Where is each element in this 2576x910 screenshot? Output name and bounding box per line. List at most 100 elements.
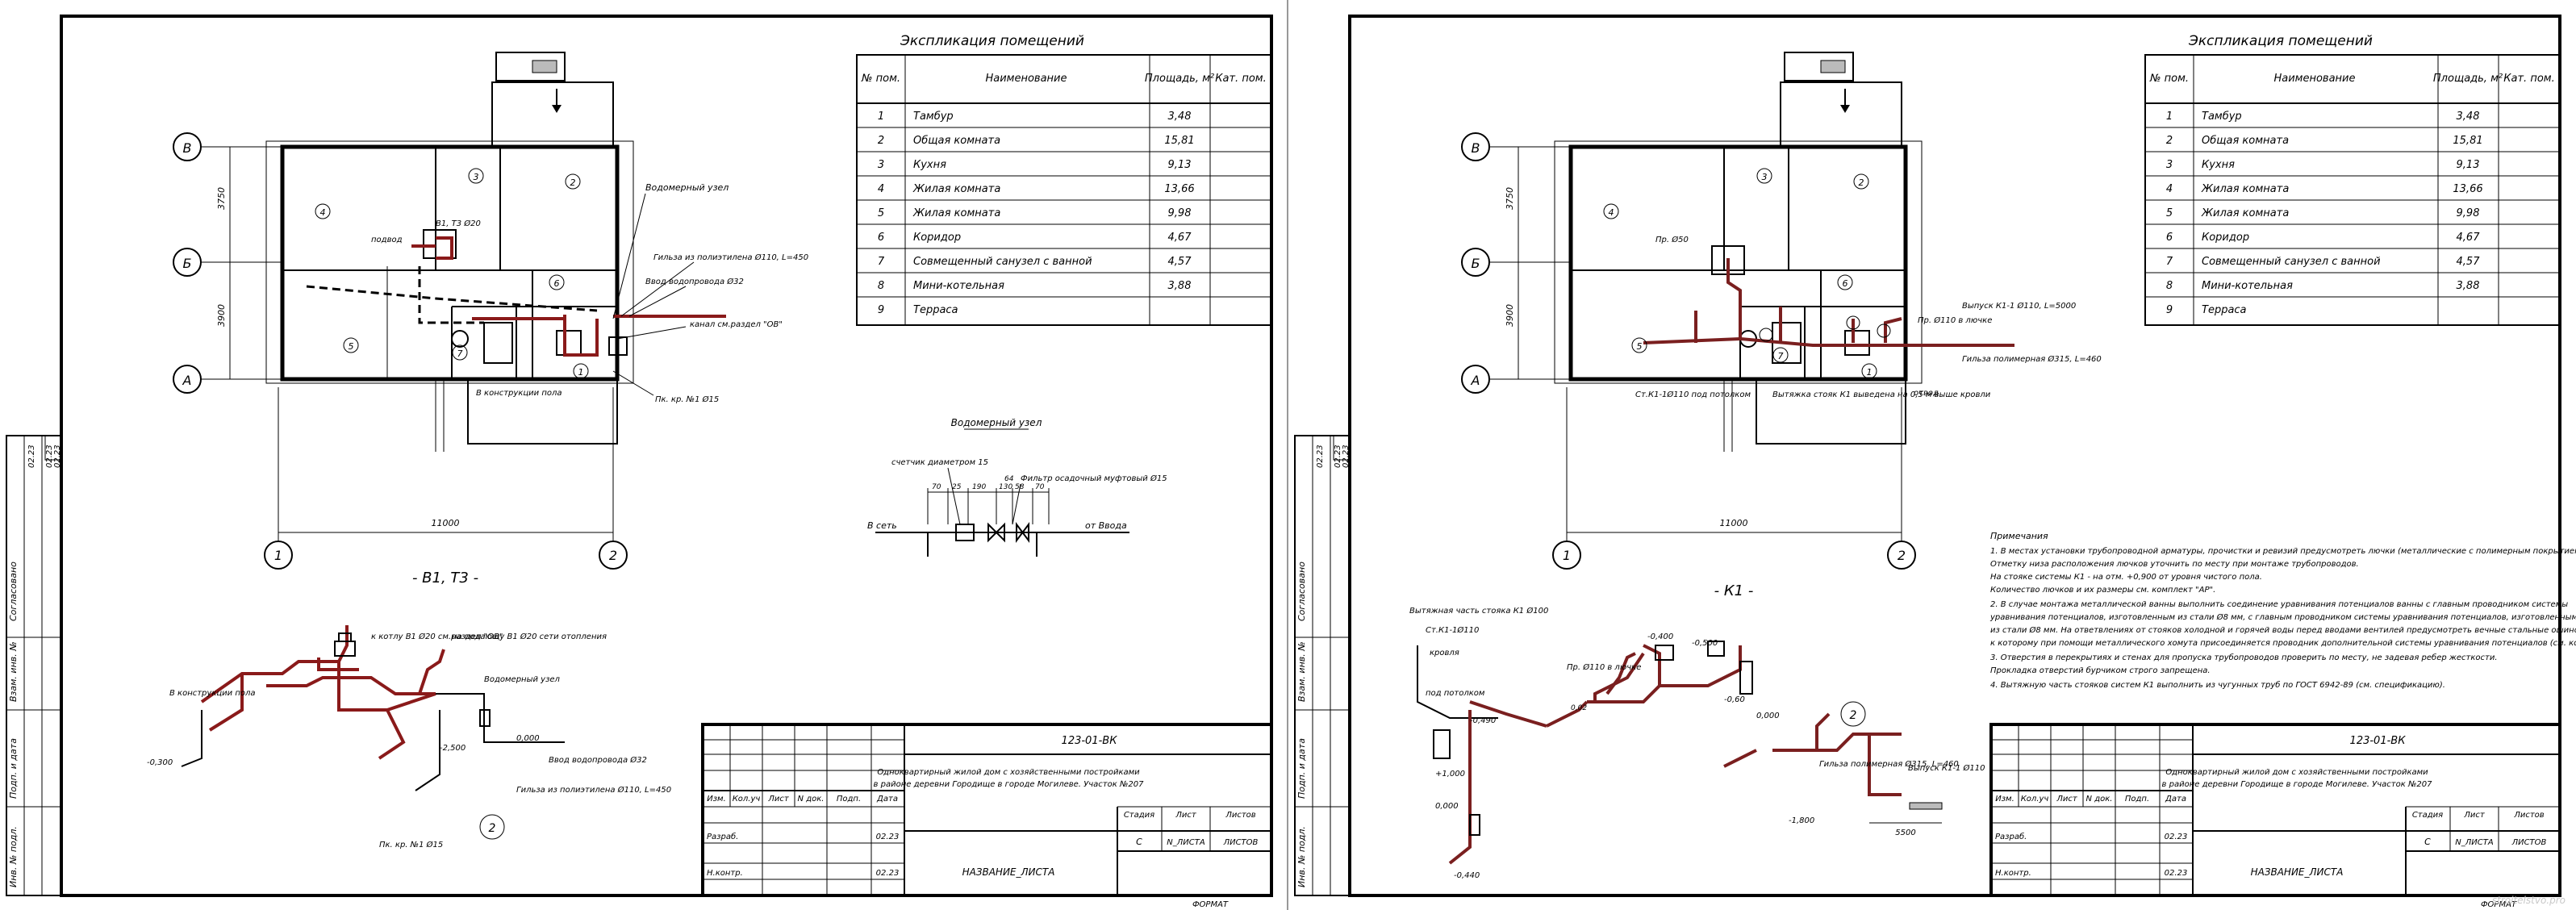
iso2-label-m0440: -0,440	[1454, 871, 1480, 880]
axis-row-2-2: Б	[1472, 256, 1480, 271]
title-block-2: Изм. Кол.уч Лист N док. Подп. Дата Разра…	[1989, 723, 2561, 909]
tb-razrab: Разраб.	[707, 832, 738, 841]
iso2-label-st: Ст.К1-1Ø110	[1426, 625, 1479, 635]
room-num-3: 3	[474, 172, 479, 182]
room-table-2-header-name: Наименование	[2273, 73, 2355, 85]
iso2-label-krovlya: кровля	[1430, 649, 1459, 657]
sheet-1: Согласовано Взам. инв. № Подп. и дата Ин…	[6, 15, 1273, 909]
iso2-label-gilza: Гильза полимерная Ø315, L=460	[1819, 759, 1959, 769]
axis-row-2-1: В	[1472, 140, 1480, 156]
room-num-cell: 2	[878, 135, 884, 147]
room-num-cell: 7	[878, 256, 885, 268]
room-name-cell: Терраса	[913, 304, 958, 316]
axis-col-1: 1	[274, 548, 282, 563]
plan-label-vvod: Ввод водопровода Ø32	[645, 277, 744, 286]
iso2-label-vytyazh: Вытяжная часть стояка К1 Ø100	[1409, 606, 1548, 616]
room-num-2-4: 4	[1609, 207, 1614, 218]
note-line-6: уравнивания потенциалов, изготовленным и…	[1989, 612, 2576, 622]
k-label-otvod: отвод	[1914, 389, 1939, 398]
room-num-cell: 4	[2166, 183, 2173, 195]
axis-row-3: А	[182, 373, 192, 388]
room-name-cell: Кухня	[2202, 159, 2235, 171]
side-label-2: Взам. инв. №	[8, 641, 19, 702]
notes-title: Примечания	[1990, 531, 2048, 541]
plan-title-2: - К1 -	[1714, 582, 1754, 599]
k-label-stoyak: Ст.К1-1Ø110 под потолком	[1635, 390, 1751, 399]
side-date-2: 02.23	[45, 445, 54, 468]
note-line-4: Количество лючков и их размеры см. компл…	[1990, 586, 2215, 595]
tb2-col-izm: Изм.	[1995, 795, 2014, 804]
room-table-hlines	[857, 127, 1271, 298]
tb-stage-hdr: Стадия	[1124, 811, 1154, 820]
room-table-2: Экспликация помещений № пом. Наименовани…	[2144, 33, 2561, 326]
tb2-sheet: N_ЛИСТА	[2455, 838, 2494, 847]
vod-dim-4: 130	[999, 483, 1012, 491]
k-label-vypusk: Выпуск К1-1 Ø110, L=5000	[1962, 301, 2076, 311]
room-table-hlines-2	[2145, 127, 2560, 298]
side-date-2-3: 02.23	[1342, 445, 1351, 468]
room-area-cell: 4,67	[2457, 232, 2481, 244]
dim-width-2: 11000	[1720, 518, 1748, 528]
tb2-sheet-hdr: Лист	[2463, 811, 2486, 820]
vod-dim-1: 70	[932, 483, 941, 491]
axis-col-2: 2	[609, 548, 617, 563]
note-line-11: 4. Вытяжную часть стояков систем К1 выпо…	[1990, 680, 2445, 690]
k-label-gilza: Гильза полимерная Ø315, L=460	[1962, 354, 2102, 364]
iso-label-m0300: -0,300	[147, 758, 173, 767]
room-name-cell: Тамбур	[2202, 111, 2242, 123]
room-num-cell: 1	[878, 111, 884, 123]
tb-stage: С	[1136, 837, 1142, 847]
room-area-cell: 3,88	[2457, 280, 2480, 292]
floor-plan: В Б А 1 2 11000 3750 3900 3 2 4 5 7 6 1	[173, 52, 808, 586]
note-line-3: На стояке системы К1 - на отм. +0,900 от…	[1990, 573, 2262, 582]
room-table-2-header-num: № пом.	[2149, 73, 2189, 85]
room-num-cell: 2	[2166, 135, 2173, 147]
vod-dim-3: 190	[972, 483, 986, 491]
tb2-sheets: ЛИСТОВ	[2511, 838, 2547, 847]
dim-d1: 3750	[216, 187, 227, 210]
tb-col-izm: Изм.	[707, 795, 726, 804]
room-area-cell: 3,88	[1168, 280, 1192, 292]
room-num-2: 2	[570, 177, 576, 188]
tb2-date-1: 02.23	[2165, 833, 2188, 841]
room-name-cell: Совмещенный санузел с ванной	[913, 256, 1092, 268]
room-num-4: 4	[320, 207, 326, 218]
iso-label-kotel: к котлу В1 Ø20 см.раздел "ОВ"	[371, 632, 503, 641]
iso-label-0000: 0,000	[516, 734, 540, 743]
axis-col-2-1: 1	[1563, 548, 1571, 563]
room-table-header-cat: Кат. пом.	[1215, 73, 1266, 85]
tb-desc-1: Одноквартирный жилой дом с хозяйственным…	[877, 768, 1140, 777]
tb-sheet: N_ЛИСТА	[1167, 838, 1205, 847]
tb-col-ndok: N док.	[798, 795, 825, 804]
tb-desc-2: в районе деревни Городище в городе Могил…	[874, 780, 1145, 789]
tb-col-list: Лист	[767, 795, 790, 804]
iso-label-pk: Пк. кр. №1 Ø15	[379, 840, 443, 849]
vod-dim-2: 25	[952, 483, 962, 491]
room-area-cell: 3,48	[1168, 111, 1192, 123]
tb2-col-ndok: N док.	[2086, 795, 2113, 804]
room-table-header-name: Наименование	[985, 73, 1067, 85]
note-line-9: 3. Отверстия в перекрытиях и стенах для …	[1990, 653, 2498, 662]
side-stamp-2: Согласовано Взам. инв. № Подп. и дата Ин…	[1294, 435, 1351, 896]
note-line-2: Отметку низа расположения лючков уточнит…	[1990, 559, 2359, 569]
room-num-cell: 3	[2166, 159, 2173, 171]
room-area-cell: 4,67	[1168, 232, 1192, 244]
tb-col-data: Дата	[876, 795, 898, 804]
plan-label-kanal: канал см.раздел "ОВ"	[690, 320, 783, 329]
room-name-cell: Общая комната	[913, 135, 1000, 147]
room-num-cell: 5	[2166, 207, 2173, 219]
room-area-cell: 9,98	[2457, 207, 2480, 219]
room-num-cell: 9	[2166, 304, 2173, 316]
iso-label-2: 2	[489, 822, 496, 835]
plan-label-gilza: Гильза из полиэтилена Ø110, L=450	[653, 253, 808, 262]
room-num-1: 1	[578, 367, 584, 378]
room-name-cell: Жилая комната	[2201, 183, 2289, 195]
iso-scheme: 2 к котлу В1 Ø20 см.раздел "ОВ" на подаю…	[147, 625, 671, 849]
room-name-cell: Жилая комната	[2201, 207, 2289, 219]
tb2-col-list: Лист	[2056, 795, 2078, 804]
iso2-label-pr110: Пр. Ø110 в лючке	[1567, 662, 1641, 672]
plan-label-b1t3: В1, Т3 Ø20	[436, 219, 481, 228]
room-area-cell: 9,98	[1168, 207, 1192, 219]
iso-label-vvod: Ввод водопровода Ø32	[549, 755, 647, 765]
